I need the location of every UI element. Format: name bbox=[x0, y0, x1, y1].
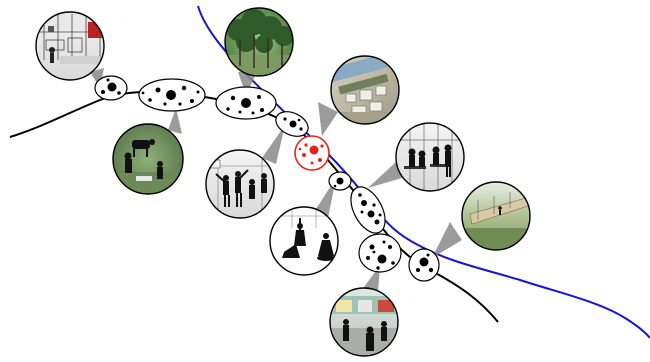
dance-scene-icon bbox=[206, 150, 274, 218]
route-node bbox=[329, 172, 351, 190]
route-node bbox=[95, 76, 127, 100]
callout-cone bbox=[168, 108, 182, 134]
exhibition-scene-icon bbox=[36, 12, 106, 80]
grazing-field-icon bbox=[113, 124, 183, 198]
highlight-node bbox=[295, 136, 329, 170]
callout-cone bbox=[432, 222, 462, 258]
cafe-scene-icon bbox=[396, 123, 464, 191]
route-node bbox=[139, 79, 205, 111]
route-node bbox=[409, 249, 439, 281]
market-scene-icon bbox=[330, 288, 400, 358]
yoga-scene-icon bbox=[270, 207, 338, 275]
route-node bbox=[359, 234, 401, 272]
deck-landscape-icon bbox=[462, 182, 532, 252]
forest-scene-icon bbox=[225, 8, 295, 80]
route-node bbox=[216, 87, 276, 119]
